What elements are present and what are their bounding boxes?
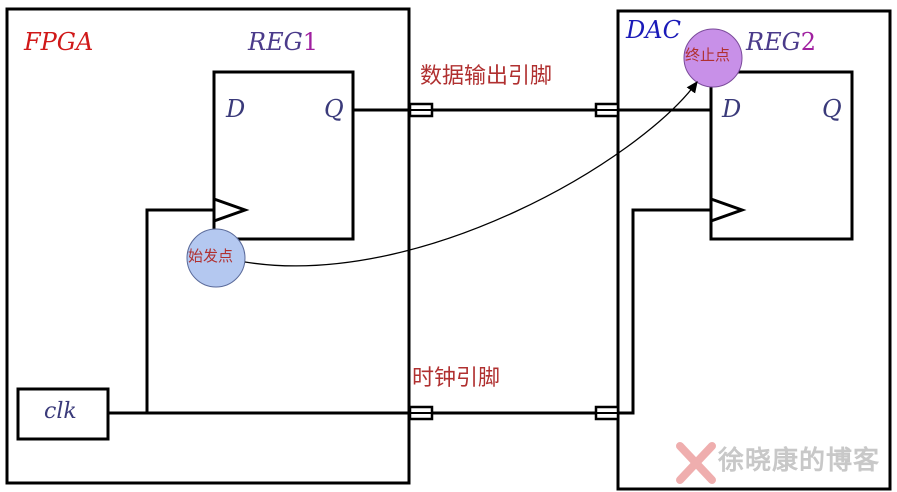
end-point-label: 终止点 [685, 46, 731, 64]
dac-title: DAC [626, 16, 681, 44]
clock-pin-label: 时钟引脚 [412, 366, 501, 391]
reg1-q-port: Q [324, 95, 344, 123]
reg1-clock-triangle [213, 197, 250, 223]
reg1-box [212, 70, 355, 241]
reg2-num: 2 [800, 28, 817, 56]
data-pin-label: 数据输出引脚 [420, 64, 553, 89]
timing-path-arrow [244, 80, 698, 267]
fpga-box [5, 7, 411, 485]
clock-wire-reg2 [618, 208, 711, 415]
reg2-clock-triangle [710, 197, 747, 223]
start-point-label: 始发点 [188, 247, 234, 265]
reg2-d-port: D [722, 95, 742, 123]
reg2-name: REG [746, 28, 801, 56]
start-point-circle [186, 228, 246, 288]
reg1-label: REG1 [248, 30, 318, 54]
fpga-title: FPGA [24, 28, 94, 56]
reg2-label: REG2 [746, 30, 816, 54]
clock-wire-reg1 [145, 208, 214, 413]
reg1-num: 1 [302, 28, 319, 56]
clk-box [16, 387, 110, 441]
clk-label: clk [44, 399, 77, 424]
end-point-circle [683, 28, 743, 88]
x-logo-icon [676, 442, 716, 484]
reg2-box [709, 70, 854, 241]
watermark-brand: 徐晓康的博客 [718, 446, 881, 476]
dac-box [616, 9, 892, 491]
reg1-d-port: D [226, 95, 246, 123]
reg2-q-port: Q [822, 95, 842, 123]
reg1-name: REG [248, 28, 303, 56]
